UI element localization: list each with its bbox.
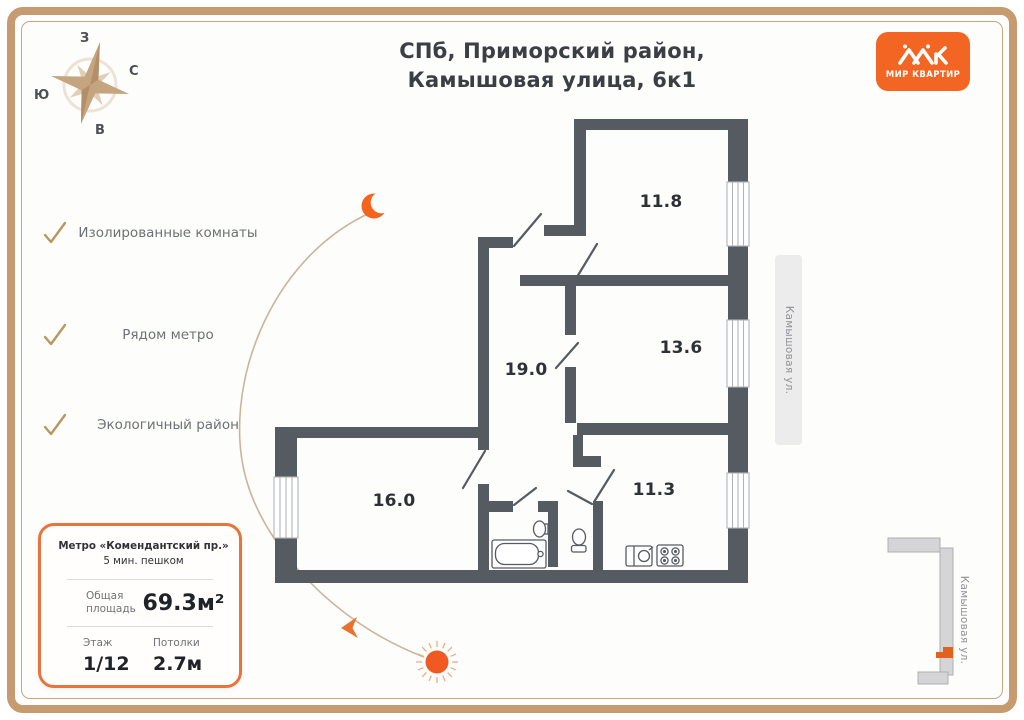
door-icon [554, 341, 580, 370]
compass-label-south: Ю [34, 88, 50, 103]
room-area-11-8: 11.8 [639, 192, 683, 212]
compass-rose-icon [51, 42, 129, 124]
street-name-minimap: Камышовая ул. [958, 575, 970, 665]
feature-metro-nearby: Рядом метро [42, 322, 258, 348]
window-icon [273, 476, 299, 539]
ceiling-block: Потолки 2.7м [145, 637, 227, 675]
card-divider [67, 626, 213, 627]
window-icon [726, 472, 750, 529]
bathtub-icon [491, 539, 547, 569]
floor-label: Этаж [83, 637, 113, 649]
area-label: Общая площадь [86, 590, 136, 615]
door-icon [512, 486, 538, 507]
floor-block: Этаж 1/12 [83, 637, 145, 675]
checkmark-icon [43, 221, 67, 244]
room-area-16-0: 16.0 [372, 491, 416, 511]
checkmark-icon [43, 413, 67, 436]
door-icon [566, 489, 594, 506]
building-minimap [887, 537, 954, 685]
total-area-row: Общая площадь 69.3м² [53, 590, 227, 616]
window-icon [726, 319, 750, 388]
room-area-19-0: 19.0 [504, 360, 548, 380]
checkmark-icon [43, 323, 67, 346]
feature-isolated-rooms: Изолированные комнаты [42, 220, 258, 246]
street-name-strip: Камышовая ул. [783, 305, 795, 395]
metro-info: Метро «Комендантский пр.» 5 мин. пешком [58, 539, 228, 569]
compass-label-west: З [80, 31, 90, 46]
agency-logo: МИР КВАРТИР [876, 32, 970, 91]
metro-walk-time: 5 мин. пешком [103, 555, 184, 567]
floor-value: 1/12 [83, 653, 130, 675]
window-icon [726, 181, 750, 247]
agency-roofs-icon [898, 44, 948, 65]
apartment-info-card: Метро «Комендантский пр.» 5 мин. пешком … [38, 523, 242, 688]
compass-label-north: С [129, 64, 139, 79]
door-icon [461, 449, 487, 490]
floor-ceiling-row: Этаж 1/12 Потолки 2.7м [53, 637, 227, 675]
compass-label-east: В [95, 123, 105, 138]
feature-label: Экологичный район [97, 416, 239, 433]
area-value: 69.3м² [142, 590, 225, 616]
door-icon [592, 468, 616, 504]
ceiling-value: 2.7м [153, 653, 203, 675]
kitchen-sink-icon [625, 545, 654, 567]
feature-eco-district: Экологичный район [42, 412, 258, 438]
walls [275, 119, 748, 583]
title-line-2: Камышовая улица, 6к1 [407, 68, 697, 92]
street-strip [775, 255, 802, 445]
sun-icon [416, 641, 458, 683]
sun-path-arc [238, 191, 458, 683]
title-line-1: СПб, Приморский район, [399, 39, 705, 63]
agency-logo-label: МИР КВАРТИР [885, 70, 961, 80]
arc-arrow-icon [341, 617, 358, 638]
metro-station: Метро «Комендантский пр.» [58, 540, 229, 552]
door-icon [575, 242, 599, 279]
bath-sink-icon [532, 520, 549, 538]
fixtures [491, 520, 684, 569]
room-area-11-3: 11.3 [632, 480, 676, 500]
feature-label: Изолированные комнаты [78, 224, 258, 241]
outer-frame [7, 7, 1017, 713]
page-title: СПб, Приморский район, Камышовая улица, … [312, 37, 792, 95]
toilet-icon [570, 528, 587, 553]
stove-icon [656, 544, 684, 567]
moon-icon [361, 191, 393, 219]
feature-label: Рядом метро [122, 326, 214, 343]
door-icon [512, 212, 543, 248]
ceiling-label: Потолки [153, 637, 200, 649]
doors [461, 212, 616, 507]
room-area-13-6: 13.6 [659, 338, 703, 358]
metro-header: Метро «Комендантский пр.» 5 мин. пешком [53, 539, 228, 569]
card-divider [67, 579, 213, 580]
apartment-location-marker [936, 647, 953, 658]
windows [273, 181, 750, 539]
